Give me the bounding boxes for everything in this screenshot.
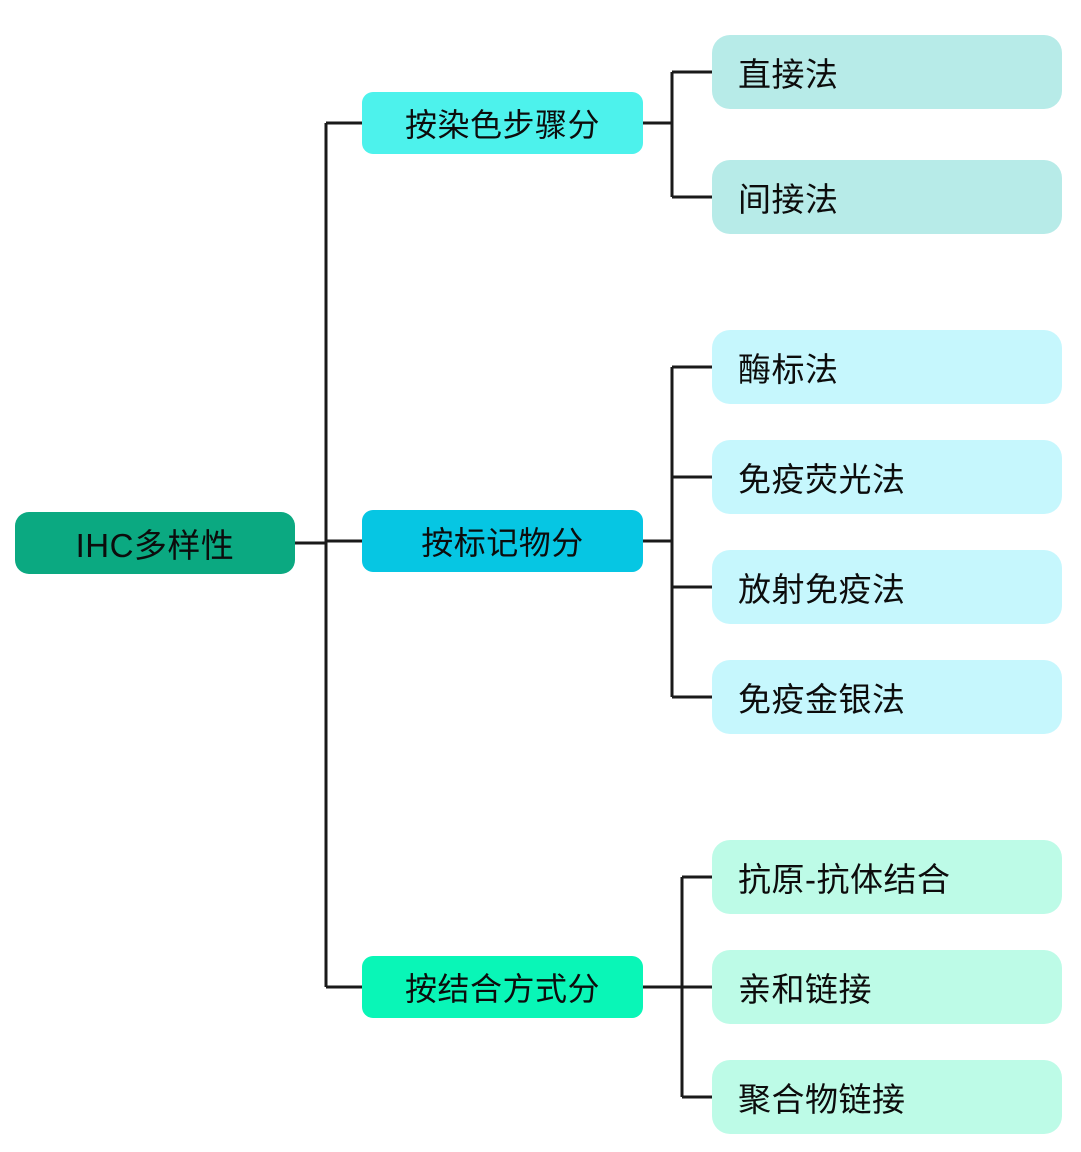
leaf-node-1-1-label: 免疫荧光法 bbox=[738, 461, 906, 498]
leaf-node-2-1[interactable]: 亲和链接 bbox=[712, 950, 1062, 1024]
root-node-label: IHC多样性 bbox=[75, 527, 235, 564]
leaf-node-2-0-label: 抗原-抗体结合 bbox=[738, 861, 951, 898]
branch-node-2[interactable]: 按结合方式分 bbox=[362, 956, 643, 1018]
root-node[interactable]: IHC多样性 bbox=[15, 512, 295, 574]
leaf-node-1-0-label: 酶标法 bbox=[738, 351, 839, 388]
leaf-node-2-2-label: 聚合物链接 bbox=[738, 1081, 906, 1118]
branch-node-0[interactable]: 按染色步骤分 bbox=[362, 92, 643, 154]
leaf-node-1-3-label: 免疫金银法 bbox=[738, 681, 906, 718]
leaf-node-0-1-label: 间接法 bbox=[738, 181, 839, 218]
branch-node-2-label: 按结合方式分 bbox=[404, 971, 600, 1007]
leaf-node-0-0-label: 直接法 bbox=[738, 56, 839, 93]
branch-node-1[interactable]: 按标记物分 bbox=[362, 510, 643, 572]
leaf-node-1-1[interactable]: 免疫荧光法 bbox=[712, 440, 1062, 514]
leaf-node-2-0[interactable]: 抗原-抗体结合 bbox=[712, 840, 1062, 914]
leaf-node-2-2[interactable]: 聚合物链接 bbox=[712, 1060, 1062, 1134]
leaf-node-0-1[interactable]: 间接法 bbox=[712, 160, 1062, 234]
leaf-node-0-0[interactable]: 直接法 bbox=[712, 35, 1062, 109]
leaf-node-1-0[interactable]: 酶标法 bbox=[712, 330, 1062, 404]
leaf-node-1-2-label: 放射免疫法 bbox=[738, 571, 906, 608]
leaf-node-1-3[interactable]: 免疫金银法 bbox=[712, 660, 1062, 734]
branch-node-0-label: 按染色步骤分 bbox=[404, 107, 600, 143]
leaf-node-1-2[interactable]: 放射免疫法 bbox=[712, 550, 1062, 624]
branch-node-1-label: 按标记物分 bbox=[421, 525, 584, 561]
leaf-node-2-1-label: 亲和链接 bbox=[738, 971, 872, 1008]
